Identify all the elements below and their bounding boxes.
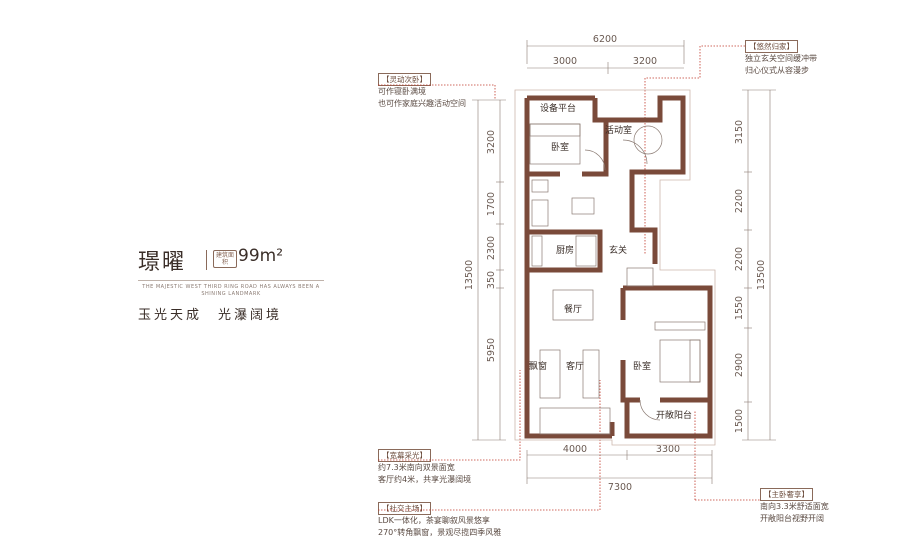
divider [138, 280, 324, 281]
dim-right-seg: 3150 [734, 120, 745, 144]
leader-line [644, 45, 745, 255]
room-equipment-platform: 设备平台 [540, 102, 576, 114]
master-bed-pillow [689, 339, 701, 383]
dim-left-seg: 2300 [486, 236, 497, 260]
callout-tag: 【宽幕采光】 [378, 449, 431, 462]
wall [524, 98, 612, 439]
furniture [529, 123, 706, 435]
callout-line: 归心仪式从容漫步 [745, 66, 809, 75]
bed-2-pillow [529, 123, 581, 137]
dim-top-total: 6200 [593, 34, 617, 45]
room-entry: 玄关 [609, 244, 627, 256]
callout-line: 客厅约4米，共享光瀑阔境 [378, 475, 472, 484]
outer-boundary [514, 89, 716, 446]
wall [592, 95, 686, 264]
callout-tag: 【灵动次卧】 [378, 73, 431, 86]
dim-right-seg: 1550 [734, 296, 745, 320]
dim-top-left: 3000 [553, 56, 577, 67]
room-activity: 活动室 [605, 124, 632, 136]
door-swing [639, 399, 661, 421]
callout-master: 【主卧奢享】 南向3.3米舒适面宽 开敞阳台视野开阔 [760, 488, 829, 525]
callout-line: 独立玄关空间缓冲带 [745, 54, 817, 63]
dim-right-seg: 2200 [734, 189, 745, 213]
basin [571, 197, 595, 215]
room-master-bedroom: 卧室 [633, 360, 651, 372]
callout-social: 【社交主场】 LDK一体化，茶宴聊叙风景悠享 270°转角飘窗，景观尽揽四季风雅 [378, 502, 501, 539]
unit-name: 璟曜 [138, 250, 187, 275]
toilet [531, 179, 549, 193]
callout-line: 开敞阳台视野开阔 [760, 514, 824, 523]
door-swing [622, 139, 648, 165]
callout-line: LDK一体化，茶宴聊叙风景悠享 [378, 516, 490, 525]
leader-line [378, 370, 521, 461]
callout-tag: 【主卧奢享】 [760, 488, 813, 501]
door-swing [584, 149, 606, 171]
dim-left-seg: 1700 [486, 192, 497, 216]
room-bedroom-2: 卧室 [551, 141, 569, 153]
callout-flex-bedroom: 【灵动次卧】 可作寝卧满境 也可作家庭兴趣活动空间 [378, 73, 466, 110]
callout-line: 270°转角飘窗，景观尽揽四季风雅 [378, 528, 502, 537]
dim-bottom-right: 3300 [656, 444, 680, 455]
room-bay-window: 飘窗 [529, 360, 547, 372]
kitchen-counter [575, 235, 597, 267]
wall [623, 285, 713, 439]
callout-tag: 【悠然归家】 [745, 40, 798, 53]
room-living: 客厅 [566, 360, 584, 372]
dim-right-seg: 2200 [734, 247, 745, 271]
bay-window [539, 407, 611, 435]
wall [527, 229, 603, 273]
brand-block: 璟曜 建筑面积 99m² THE MAJESTIC WEST THIRD RIN… [138, 238, 328, 328]
leader-line [378, 84, 496, 100]
shoe-cabinet [626, 267, 654, 287]
leader-lines [378, 45, 760, 511]
callout-line: 南向3.3米舒适面宽 [760, 502, 829, 511]
kitchen-counter [531, 235, 543, 267]
dimension-labels: 6200 3000 3200 4000 3300 7300 13500 3200… [464, 34, 767, 493]
dim-top-right: 3200 [633, 56, 657, 67]
room-kitchen: 厨房 [556, 244, 574, 256]
unit-area: 99m² [238, 246, 284, 266]
room-dining: 餐厅 [564, 303, 582, 315]
callout-light: 【宽幕采光】 约7.3米南向双景面宽 客厅约4米，共享光瀑阔境 [378, 449, 471, 486]
callout-tag: 【社交主场】 [378, 502, 431, 515]
callout-line: 约7.3米南向双景面宽 [378, 463, 455, 472]
master-bed [659, 339, 701, 383]
wardrobe [654, 321, 706, 331]
callout-line: 可作寝卧满境 [378, 87, 426, 96]
room-labels: 设备平台 活动室 卧室 厨房 玄关 餐厅 飘窗 客厅 卧室 开敞阳台 [529, 102, 692, 421]
tv-cabinet [582, 349, 600, 399]
lounge-chair [633, 125, 663, 155]
wall [620, 360, 640, 403]
callout-line: 也可作家庭兴趣活动空间 [378, 99, 466, 108]
dim-left-seg: 3200 [486, 130, 497, 154]
sofa [539, 349, 561, 399]
room-balcony: 开敞阳台 [656, 409, 692, 421]
dimension-lines [472, 40, 776, 484]
walls [524, 95, 713, 439]
dim-right-seg: 1500 [734, 409, 745, 433]
shower [531, 199, 549, 227]
area-label: 建筑面积 [213, 250, 237, 268]
dim-left-seg: 350 [486, 271, 497, 289]
dim-bottom-left: 4000 [563, 444, 587, 455]
dim-left-total: 13500 [464, 260, 475, 290]
divider [206, 250, 207, 270]
wall [582, 120, 609, 177]
dim-left-seg: 5950 [486, 338, 497, 362]
dim-bottom-total: 7300 [608, 482, 632, 493]
slogan: 玉光天成 光瀑阔境 [138, 308, 283, 323]
dim-right-seg: 2900 [734, 353, 745, 377]
leader-line [378, 380, 601, 511]
dim-right-total: 13500 [756, 260, 767, 290]
dining-table [552, 289, 594, 321]
callout-entry: 【悠然归家】 独立玄关空间缓冲带 归心仪式从容漫步 [745, 40, 817, 77]
english-tagline: THE MAJESTIC WEST THIRD RING ROAD HAS AL… [142, 284, 320, 297]
